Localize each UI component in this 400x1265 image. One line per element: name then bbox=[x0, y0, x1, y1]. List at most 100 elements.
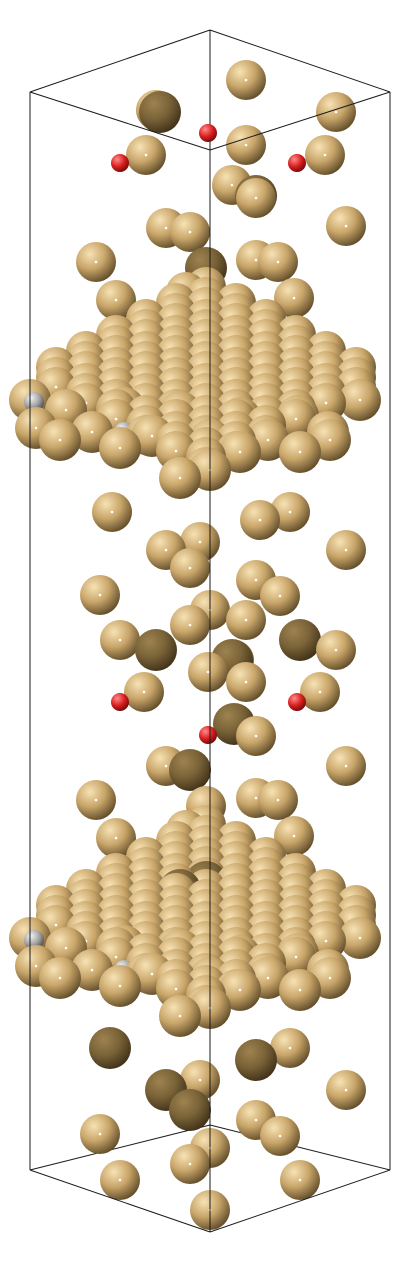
atom-highlight bbox=[64, 946, 68, 950]
metal-atom bbox=[169, 1089, 211, 1131]
oxygen-atom bbox=[111, 693, 129, 711]
atom-highlight bbox=[344, 1088, 348, 1092]
gray-atom bbox=[24, 392, 44, 412]
atom-highlight bbox=[238, 988, 242, 992]
atom-highlight bbox=[254, 258, 258, 262]
atom-highlight bbox=[238, 450, 242, 454]
atom-highlight bbox=[90, 968, 94, 972]
atom-highlight bbox=[298, 1178, 302, 1182]
atom-highlight bbox=[294, 955, 298, 959]
atom-highlight bbox=[328, 976, 332, 980]
atom-highlight bbox=[254, 196, 258, 200]
atom-highlight bbox=[198, 540, 202, 544]
metal-atom bbox=[169, 749, 211, 791]
atom-highlight bbox=[110, 510, 114, 514]
gray-atom bbox=[24, 930, 44, 950]
atom-highlight bbox=[278, 594, 282, 598]
atom-highlight bbox=[266, 438, 270, 442]
atom-highlight bbox=[323, 153, 327, 157]
atom-highlight bbox=[118, 1178, 122, 1182]
atom-highlight bbox=[178, 476, 182, 480]
atom-highlight bbox=[334, 648, 338, 652]
oxygen-atom bbox=[111, 154, 129, 172]
atom-highlight bbox=[230, 183, 234, 187]
metal-atom bbox=[279, 619, 321, 661]
atom-highlight bbox=[64, 408, 68, 412]
atom-highlight bbox=[54, 923, 58, 927]
atom-highlight bbox=[244, 78, 248, 82]
atom-highlight bbox=[188, 230, 192, 234]
atom-highlight bbox=[90, 430, 94, 434]
atom-highlight bbox=[288, 1046, 292, 1050]
atom-highlight bbox=[344, 224, 348, 228]
atom-highlight bbox=[150, 972, 154, 976]
atom-highlight bbox=[328, 438, 332, 442]
metal-atom bbox=[235, 1039, 277, 1081]
atom-highlight bbox=[324, 401, 328, 405]
atom-highlight bbox=[278, 1134, 282, 1138]
atom-highlight bbox=[114, 955, 118, 959]
atom-highlight bbox=[98, 593, 102, 597]
atom-highlight bbox=[318, 690, 322, 694]
atom-highlight bbox=[298, 988, 302, 992]
atom-highlight bbox=[118, 638, 122, 642]
atom-highlight bbox=[334, 110, 338, 114]
atom-highlight bbox=[258, 518, 262, 522]
atom-highlight bbox=[188, 566, 192, 570]
atom-highlight bbox=[150, 434, 154, 438]
atom-highlight bbox=[58, 976, 62, 980]
atom-highlight bbox=[178, 1014, 182, 1018]
atom-highlight bbox=[164, 764, 168, 768]
atom-highlight bbox=[254, 796, 258, 800]
atom-highlight bbox=[98, 1132, 102, 1136]
atom-highlight bbox=[244, 680, 248, 684]
metal-atom bbox=[135, 629, 177, 671]
oxygen-atom bbox=[199, 124, 217, 142]
atom-highlight bbox=[118, 984, 122, 988]
atom-highlight bbox=[292, 834, 296, 838]
atom-highlight bbox=[198, 1078, 202, 1082]
atom-highlight bbox=[206, 670, 210, 674]
atom-highlight bbox=[358, 398, 362, 402]
atom-highlight bbox=[174, 987, 178, 991]
atom-highlight bbox=[188, 1162, 192, 1166]
atom-highlight bbox=[254, 734, 258, 738]
atom-highlight bbox=[34, 964, 38, 968]
atom-highlight bbox=[244, 618, 248, 622]
atom-highlight bbox=[54, 385, 58, 389]
atom-highlight bbox=[34, 426, 38, 430]
oxygen-atom bbox=[288, 693, 306, 711]
atom-highlight bbox=[244, 143, 248, 147]
atom-highlight bbox=[288, 510, 292, 514]
atom-highlight bbox=[254, 578, 258, 582]
atom-highlight bbox=[292, 296, 296, 300]
metal-atom bbox=[89, 1027, 131, 1069]
atom-highlight bbox=[358, 936, 362, 940]
atom-highlight bbox=[254, 1118, 258, 1122]
metal-atom bbox=[139, 91, 181, 133]
atom-highlight bbox=[164, 548, 168, 552]
atom-highlight bbox=[58, 438, 62, 442]
atom-highlight bbox=[144, 153, 148, 157]
atom-highlight bbox=[298, 450, 302, 454]
atom-highlight bbox=[276, 260, 280, 264]
atom-highlight bbox=[142, 690, 146, 694]
atom-highlight bbox=[164, 226, 168, 230]
atom-highlight bbox=[344, 548, 348, 552]
atom-highlight bbox=[114, 298, 118, 302]
atom-highlight bbox=[94, 798, 98, 802]
atom-highlight bbox=[276, 798, 280, 802]
atom-highlight bbox=[114, 417, 118, 421]
atom-highlight bbox=[114, 836, 118, 840]
atom-highlight bbox=[118, 446, 122, 450]
cell-box-front bbox=[29, 91, 391, 1233]
atom-highlight bbox=[174, 449, 178, 453]
atom-highlight bbox=[188, 623, 192, 627]
atom-highlight bbox=[344, 764, 348, 768]
atoms-layer bbox=[9, 60, 381, 1230]
atom-highlight bbox=[294, 417, 298, 421]
atom-highlight bbox=[266, 976, 270, 980]
atom-highlight bbox=[324, 939, 328, 943]
atom-highlight bbox=[94, 260, 98, 264]
